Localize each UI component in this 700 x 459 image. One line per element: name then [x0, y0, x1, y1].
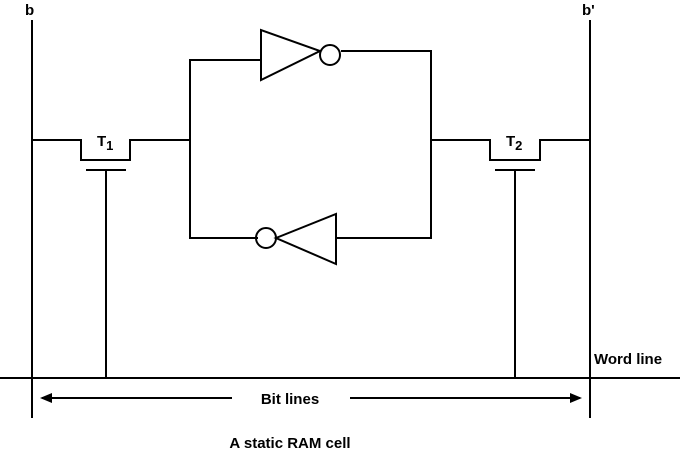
word-line-label: Word line	[594, 351, 662, 368]
inverter-bottom-body	[273, 212, 337, 266]
latch-left-wire	[189, 59, 261, 239]
latch-right-wire	[336, 50, 432, 239]
inverter-top-body	[260, 28, 323, 82]
inverter-top-bubble	[319, 44, 341, 66]
t2-channel	[431, 139, 590, 161]
bit-line-b-prime-label: b'	[582, 2, 595, 19]
diagram-caption: A static RAM cell	[229, 435, 350, 452]
bit-line-b-label: b	[25, 2, 34, 19]
bit-lines-label: Bit lines	[261, 391, 319, 408]
t1-channel	[32, 139, 190, 161]
transistor-t1: T1	[32, 133, 190, 378]
transistor-t2: T2	[431, 133, 590, 378]
inverter-bottom	[255, 212, 337, 266]
t2-label: T2	[506, 133, 522, 153]
inverter-top	[260, 28, 341, 82]
t1-label: T1	[97, 133, 113, 153]
inverter-bottom-bubble	[255, 227, 277, 249]
